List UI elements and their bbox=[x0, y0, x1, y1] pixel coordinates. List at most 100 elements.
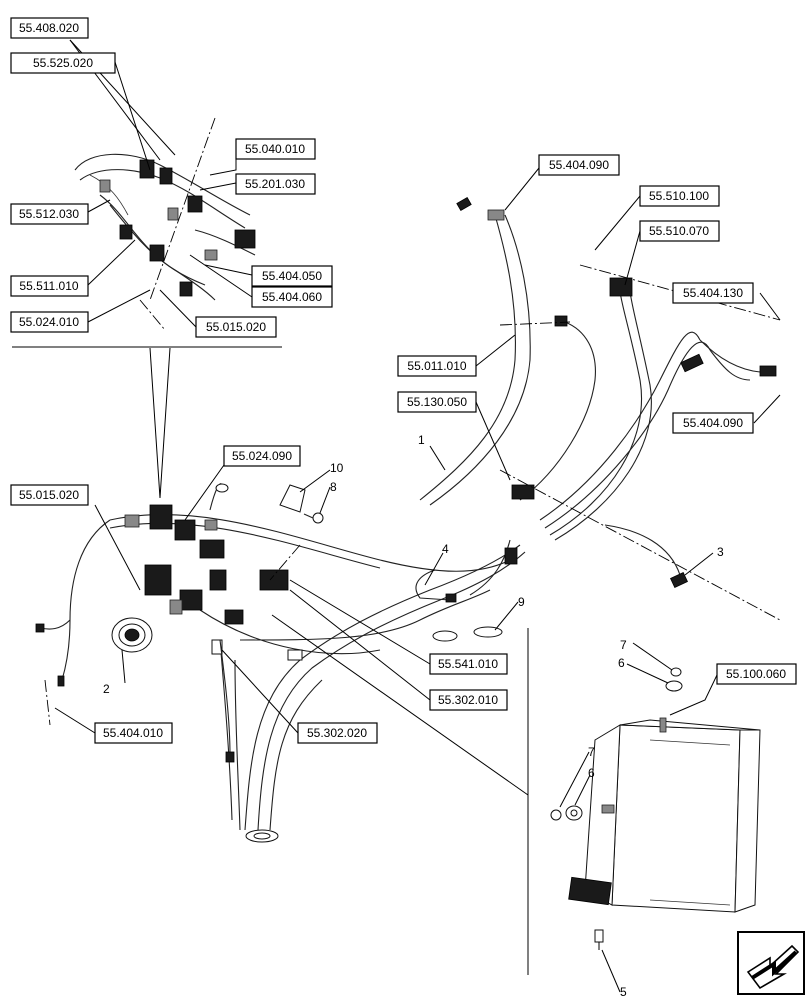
leader-item-3 bbox=[684, 552, 714, 576]
leader-55-011-010 bbox=[475, 334, 516, 367]
leader-55-510-070 bbox=[624, 230, 641, 286]
ref-box-55-040-010[interactable]: 55.040.010 bbox=[235, 138, 316, 160]
svg-text:55.404.090: 55.404.090 bbox=[683, 416, 743, 430]
svg-text:55.024.090: 55.024.090 bbox=[232, 449, 292, 463]
leader-55-024-090 bbox=[184, 464, 225, 521]
control-unit-box bbox=[550, 667, 761, 950]
svg-text:55.404.090: 55.404.090 bbox=[549, 158, 609, 172]
leader-item-1 bbox=[429, 445, 446, 471]
svg-text:55.302.010: 55.302.010 bbox=[438, 693, 498, 707]
leader-55-302-020 bbox=[221, 649, 299, 734]
ref-box-55-015-020-main[interactable]: 55.015.020 bbox=[10, 484, 89, 506]
svg-text:55.130.050: 55.130.050 bbox=[407, 395, 467, 409]
callout-item-6b: 6 bbox=[588, 766, 595, 780]
callout-item-1: 1 bbox=[418, 433, 425, 447]
ref-box-55-510-100[interactable]: 55.510.100 bbox=[639, 185, 720, 207]
svg-text:55.015.020: 55.015.020 bbox=[19, 488, 79, 502]
ref-box-55-404-130[interactable]: 55.404.130 bbox=[672, 282, 754, 304]
ref-box-55-011-010[interactable]: 55.011.010 bbox=[397, 355, 477, 377]
callout-item-5: 5 bbox=[620, 985, 627, 999]
inset-harness-drawing bbox=[74, 153, 256, 301]
leader-55-302-010 bbox=[289, 589, 431, 701]
axis-line-b bbox=[499, 469, 781, 621]
leader-item-5 bbox=[601, 949, 621, 993]
svg-text:55.100.060: 55.100.060 bbox=[726, 667, 786, 681]
svg-text:55.302.020: 55.302.020 bbox=[307, 726, 367, 740]
ref-box-55-201-030[interactable]: 55.201.030 bbox=[235, 173, 316, 195]
leader-55-404-060 bbox=[189, 254, 253, 298]
leader-55-024-010 bbox=[87, 289, 151, 323]
callout-item-6a: 6 bbox=[618, 656, 625, 670]
ref-box-55-302-020[interactable]: 55.302.020 bbox=[297, 722, 378, 744]
leader-55-511-010 bbox=[87, 239, 136, 286]
leader-item-4 bbox=[424, 552, 444, 586]
callout-item-7b: 7 bbox=[588, 745, 595, 759]
callout-item-2: 2 bbox=[103, 682, 110, 696]
leader-55-404-050 bbox=[204, 264, 253, 276]
ref-box-55-404-010[interactable]: 55.404.010 bbox=[94, 722, 173, 744]
previous-page-arrow-icon[interactable] bbox=[737, 931, 805, 995]
leader-55-404-090-top bbox=[504, 167, 540, 211]
svg-text:55.404.130: 55.404.130 bbox=[683, 286, 743, 300]
ref-box-55-404-090-top[interactable]: 55.404.090 bbox=[538, 154, 620, 176]
leader-55-404-090-right bbox=[753, 394, 781, 424]
ref-box-55-510-070[interactable]: 55.510.070 bbox=[639, 220, 720, 242]
ref-box-55-404-060[interactable]: 55.404.060 bbox=[251, 286, 333, 308]
leader-item-10 bbox=[299, 469, 331, 493]
ref-box-55-302-010[interactable]: 55.302.010 bbox=[429, 689, 508, 711]
ref-box-55-100-060[interactable]: 55.100.060 bbox=[716, 663, 797, 685]
axis-line-e bbox=[44, 679, 51, 726]
svg-text:55.408.020: 55.408.020 bbox=[19, 21, 79, 35]
leader-55-404-010 bbox=[54, 707, 96, 734]
ref-box-55-511-010[interactable]: 55.511.010 bbox=[10, 275, 89, 297]
ref-box-55-408-020[interactable]: 55.408.020 bbox=[10, 17, 89, 39]
svg-text:55.512.030: 55.512.030 bbox=[19, 207, 79, 221]
ref-box-55-024-090[interactable]: 55.024.090 bbox=[223, 445, 301, 467]
leader-55-130-050 bbox=[475, 401, 511, 481]
leader-item-9 bbox=[494, 601, 519, 631]
leader-55-201-030 bbox=[199, 182, 237, 191]
svg-text:55.511.010: 55.511.010 bbox=[19, 279, 78, 293]
leader-55-100-060 bbox=[669, 674, 718, 716]
ref-box-55-404-050[interactable]: 55.404.050 bbox=[251, 265, 333, 287]
ref-box-55-512-030[interactable]: 55.512.030 bbox=[10, 203, 89, 225]
callout-item-4: 4 bbox=[442, 542, 449, 556]
leader-item-6b bbox=[574, 774, 591, 806]
leader-55-404-130 bbox=[759, 292, 781, 321]
inset-axis-line bbox=[149, 117, 216, 301]
svg-text:55.011.010: 55.011.010 bbox=[407, 359, 466, 373]
axis-line-d bbox=[499, 321, 571, 326]
svg-text:55.510.100: 55.510.100 bbox=[649, 189, 709, 203]
svg-text:55.525.020: 55.525.020 bbox=[33, 56, 93, 70]
axis-line-a bbox=[269, 544, 301, 581]
ref-box-55-404-090-right[interactable]: 55.404.090 bbox=[672, 412, 754, 434]
inset-axis-line-2 bbox=[139, 299, 166, 331]
svg-text:55.404.010: 55.404.010 bbox=[103, 726, 163, 740]
item-callouts: 1 2 3 4 5 6 6 7 7 8 9 10 bbox=[103, 433, 724, 999]
leader-55-015-020-main bbox=[94, 504, 141, 591]
svg-text:55.404.050: 55.404.050 bbox=[262, 269, 322, 283]
ref-box-55-130-050[interactable]: 55.130.050 bbox=[397, 391, 477, 413]
svg-text:55.201.030: 55.201.030 bbox=[245, 177, 305, 191]
leader-55-525-020 bbox=[114, 61, 151, 171]
callout-item-3: 3 bbox=[717, 545, 724, 559]
svg-text:55.040.010: 55.040.010 bbox=[245, 142, 305, 156]
svg-text:55.015.020: 55.015.020 bbox=[206, 320, 266, 334]
ref-box-55-015-020-inset[interactable]: 55.015.020 bbox=[195, 316, 277, 338]
svg-text:55.404.060: 55.404.060 bbox=[262, 290, 322, 304]
ref-box-55-541-010[interactable]: 55.541.010 bbox=[429, 653, 508, 675]
leader-55-512-030 bbox=[87, 199, 111, 213]
leader-55-040-010 bbox=[209, 148, 237, 176]
leader-55-541-010 bbox=[289, 579, 431, 665]
ref-box-55-525-020[interactable]: 55.525.020 bbox=[10, 52, 116, 74]
callout-item-9: 9 bbox=[518, 595, 525, 609]
leader-item-6a bbox=[626, 663, 669, 684]
callout-item-7a: 7 bbox=[620, 638, 627, 652]
callout-item-10: 10 bbox=[330, 461, 344, 475]
svg-text:55.541.010: 55.541.010 bbox=[438, 657, 498, 671]
leader-item-7a bbox=[632, 642, 673, 671]
inset-detail-pointer bbox=[149, 347, 171, 499]
main-harness-drawing bbox=[35, 196, 777, 843]
ref-box-55-024-010[interactable]: 55.024.010 bbox=[10, 311, 89, 333]
